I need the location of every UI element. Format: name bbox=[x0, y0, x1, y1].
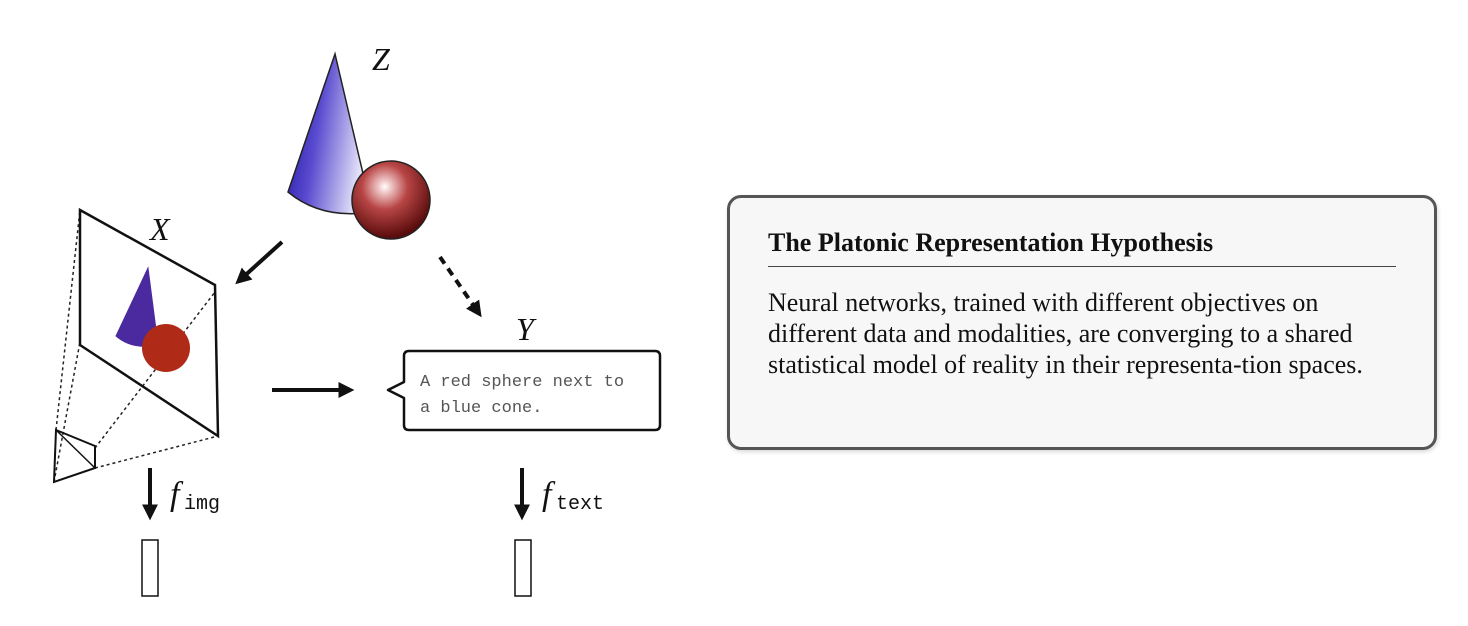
f-img-subscript: img bbox=[184, 493, 220, 516]
caption-line-2: a blue cone. bbox=[420, 399, 542, 418]
hypothesis-title: The Platonic Representation Hypothesis bbox=[768, 226, 1396, 267]
camera-icon bbox=[52, 428, 96, 484]
image-plane-frame bbox=[78, 207, 220, 439]
label-x: X bbox=[148, 211, 171, 247]
label-z: Z bbox=[372, 41, 391, 77]
arrow-z-to-x bbox=[235, 240, 284, 285]
f-img-symbol: f bbox=[170, 476, 184, 513]
text-embedding-vector bbox=[514, 539, 532, 597]
arrow-z-to-y bbox=[438, 255, 482, 318]
image-embedding-vector bbox=[141, 539, 159, 597]
label-y: Y bbox=[516, 311, 537, 347]
f-text-subscript: text bbox=[556, 493, 604, 516]
text-bubble bbox=[386, 349, 662, 432]
hypothesis-body: Neural networks, trained with different … bbox=[768, 288, 1363, 379]
hypothesis-box: The Platonic Representation Hypothesis N… bbox=[727, 195, 1437, 450]
image-sphere bbox=[142, 324, 190, 372]
caption-line-1: A red sphere next to bbox=[420, 373, 624, 392]
latent-object-z bbox=[287, 51, 431, 240]
image-plane-x bbox=[52, 207, 220, 484]
sphere-shape bbox=[351, 160, 431, 240]
f-text-symbol: f bbox=[542, 476, 556, 513]
